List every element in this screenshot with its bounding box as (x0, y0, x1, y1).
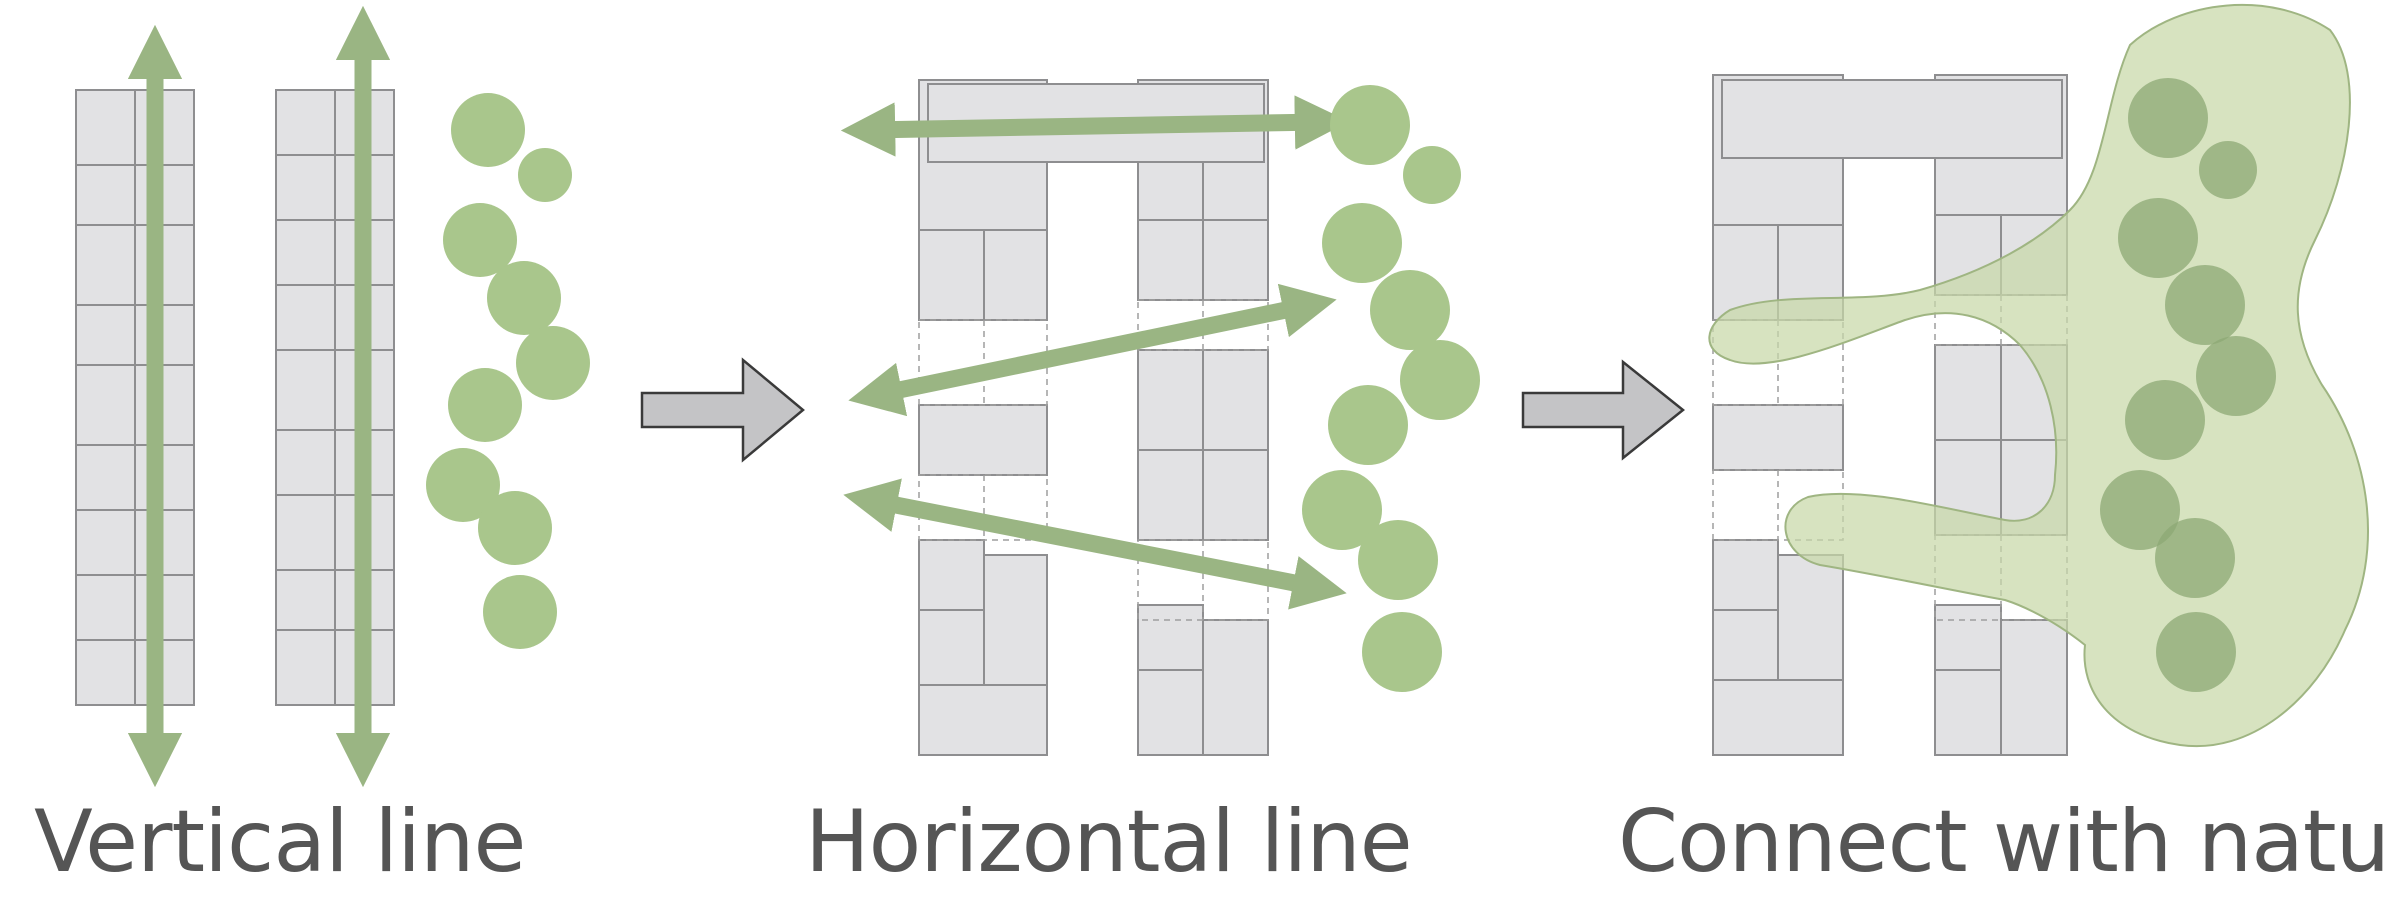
panel-horizontal (840, 79, 1480, 756)
tree-cluster (426, 93, 590, 649)
tree-circle-icon (487, 261, 561, 335)
tree-circle-icon (2156, 612, 2236, 692)
caption-connect-with-nature: Connect with nature (1618, 792, 2396, 892)
tree-circle-icon (1302, 470, 1382, 550)
right-arrow-icon (1521, 359, 1686, 461)
building-left-wing (918, 79, 1048, 756)
tree-circle-icon (448, 368, 522, 442)
tree-circle-icon (2199, 141, 2257, 199)
tree-circle-icon (516, 326, 590, 400)
tree-circle-icon (2100, 470, 2180, 550)
panel-nature (1708, 3, 2369, 756)
tree-circle-icon (1400, 340, 1480, 420)
tree-circle-icon (478, 491, 552, 565)
tree-circle-icon (2155, 518, 2235, 598)
tree-circle-icon (1328, 385, 1408, 465)
tree-cluster (2100, 78, 2276, 692)
tree-circle-icon (2125, 380, 2205, 460)
panel-vertical (75, 5, 590, 788)
tree-circle-icon (2196, 336, 2276, 416)
building-column-right (275, 89, 395, 706)
tree-circle-icon (1370, 270, 1450, 350)
tree-circle-icon (518, 148, 572, 202)
tree-circle-icon (2118, 198, 2198, 278)
tree-circle-icon (1362, 612, 1442, 692)
right-arrow-icon (640, 357, 805, 463)
caption-horizontal-line: Horizontal line (805, 792, 1413, 892)
building-right-wing (1934, 74, 2068, 756)
top-bar-building (1721, 79, 2063, 159)
double-headed-arrow-icon (843, 478, 1347, 610)
tree-circle-icon (2128, 78, 2208, 158)
building-left-wing (1712, 74, 1844, 756)
tree-circle-icon (483, 575, 557, 649)
tree-circle-icon (443, 203, 517, 277)
tree-circle-icon (1358, 520, 1438, 600)
tree-circle-icon (1330, 85, 1410, 165)
caption-vertical-line: Vertical line (34, 792, 526, 892)
building-column-left (75, 89, 195, 706)
tree-circle-icon (451, 93, 525, 167)
double-headed-arrow-icon (848, 283, 1337, 417)
tree-cluster (1302, 85, 1480, 692)
tree-circle-icon (1403, 146, 1461, 204)
tree-circle-icon (1322, 203, 1402, 283)
building-right-wing (1137, 79, 1269, 756)
tree-circle-icon (2165, 265, 2245, 345)
tree-circle-icon (426, 448, 500, 522)
double-headed-arrow-icon (840, 95, 1350, 157)
